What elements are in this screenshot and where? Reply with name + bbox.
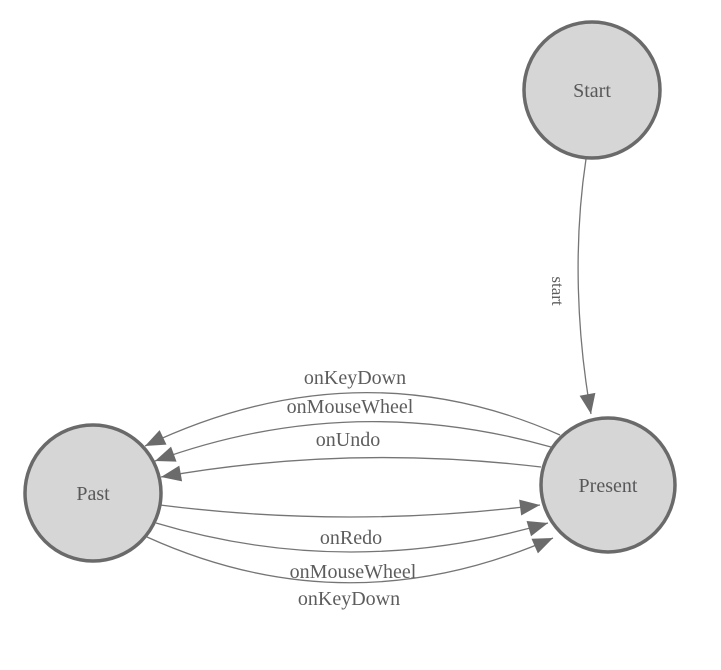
node-present[interactable]: Present — [539, 416, 677, 554]
edge-present-to-past-keydown[interactable] — [144, 391, 561, 447]
edge-present-to-past-mousewheel[interactable] — [154, 421, 552, 462]
edge-label-onundo: onUndo — [316, 429, 380, 451]
node-start-label: Start — [573, 80, 611, 102]
edge-present-to-past-undo[interactable] — [160, 456, 542, 482]
node-past-circle[interactable] — [23, 423, 163, 563]
edge-label-group: start onKeyDown onMouseWheel onUndo onRe… — [287, 276, 567, 610]
node-start-circle[interactable] — [522, 20, 662, 160]
edge-label-onredo: onRedo — [320, 527, 382, 549]
node-present-label: Present — [579, 475, 638, 497]
edge-group — [144, 158, 596, 584]
node-present-circle[interactable] — [539, 416, 677, 554]
node-past-label: Past — [76, 483, 110, 505]
node-past[interactable]: Past — [23, 423, 163, 563]
node-group: Start Present Past — [23, 20, 677, 563]
edge-label-onmousewheel-top: onMouseWheel — [287, 396, 414, 418]
edge-past-to-present-keydown[interactable] — [146, 536, 554, 584]
edge-label-onkeydown-bottom: onKeyDown — [298, 588, 400, 610]
edge-start-to-present[interactable] — [577, 158, 596, 415]
edge-past-to-present-mousewheel[interactable] — [155, 520, 549, 553]
node-start[interactable]: Start — [522, 20, 662, 160]
edge-label-onmousewheel-bottom: onMouseWheel — [290, 561, 417, 583]
edge-label-start: start — [548, 276, 567, 306]
edge-label-onkeydown-top: onKeyDown — [304, 367, 406, 389]
edge-past-to-present-redo[interactable] — [159, 499, 541, 518]
